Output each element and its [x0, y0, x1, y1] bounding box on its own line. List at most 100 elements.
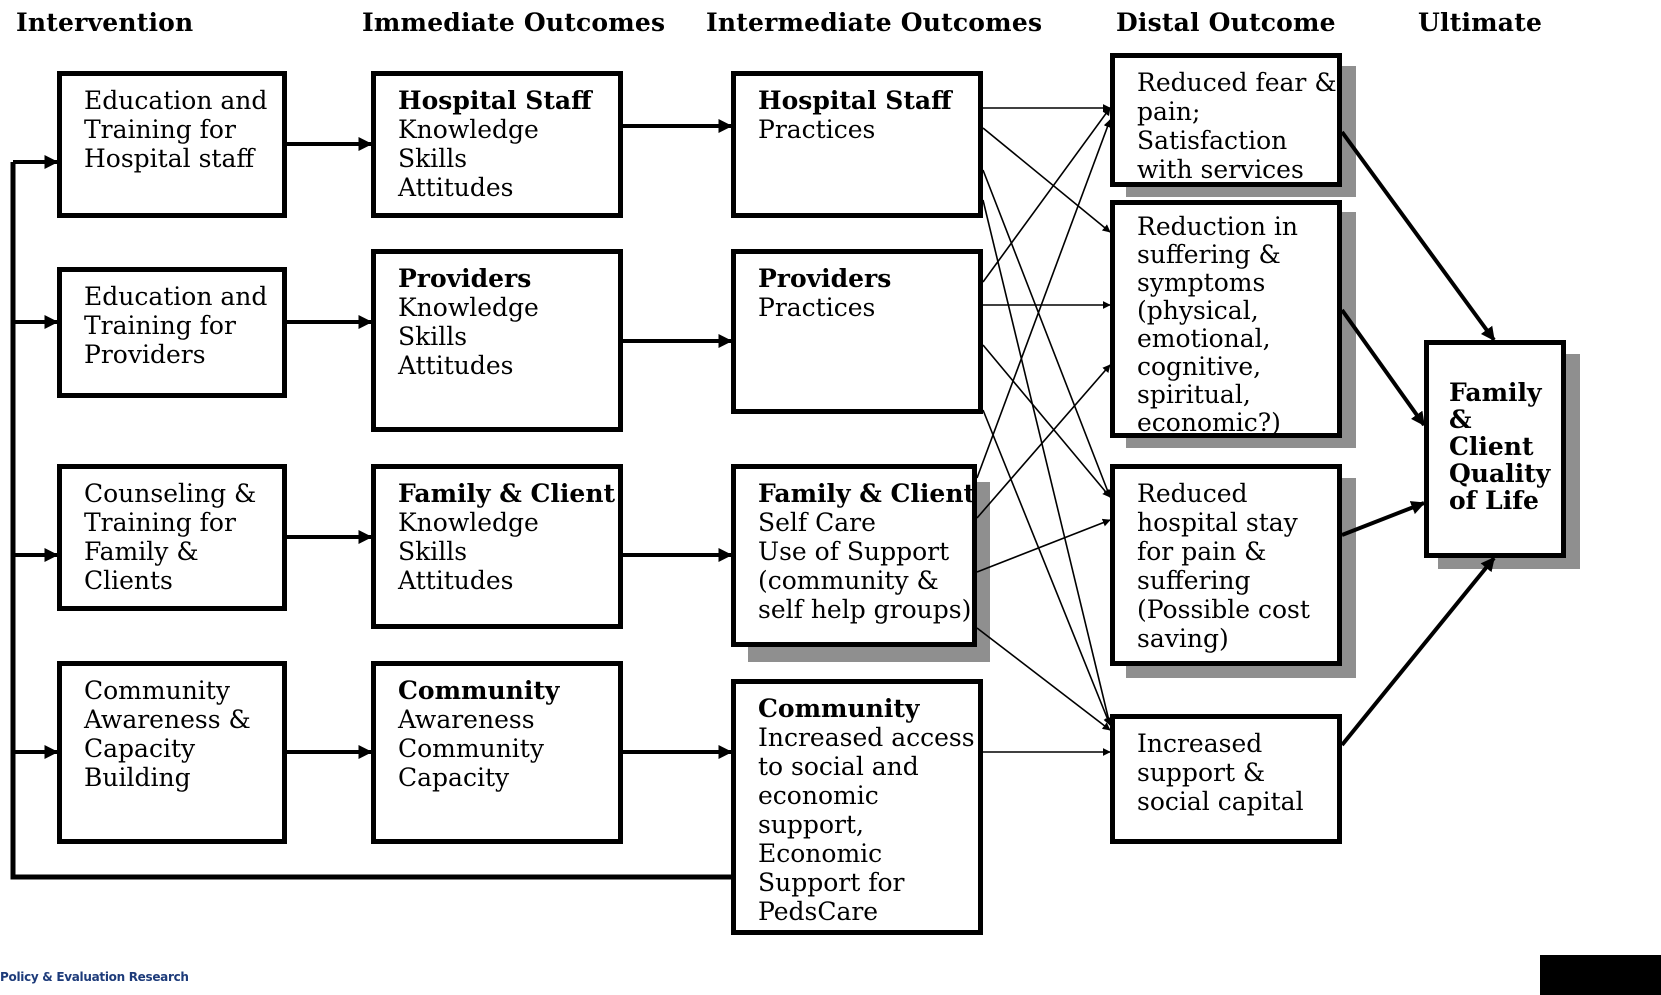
box-line: suffering: [1137, 566, 1251, 595]
box-title: Hospital Staff: [758, 86, 952, 115]
box-title: Family & Client: [758, 479, 976, 508]
box-title: Hospital Staff: [398, 86, 592, 115]
box-line: Attitudes: [398, 173, 514, 202]
immediate-family-client-box: Family & Client Knowledge Skills Attitud…: [371, 464, 623, 629]
immediate-providers-box: Providers Knowledge Skills Attitudes: [371, 249, 623, 432]
immediate-community-box: Community Awareness Community Capacity: [371, 661, 623, 844]
intervention-community-box: Community Awareness & Capacity Building: [57, 661, 287, 844]
box-line: Education and: [84, 282, 268, 311]
box-line: (community &: [758, 566, 939, 595]
box-line: with services: [1137, 155, 1304, 184]
box-line: Use of Support: [758, 537, 950, 566]
box-line: Increased: [1137, 729, 1263, 758]
box-line: Awareness &: [84, 705, 251, 734]
box-line: Counseling &: [84, 479, 257, 508]
box-line: Quality: [1449, 459, 1551, 488]
box-line: Reduction in: [1137, 212, 1298, 241]
box-line: Skills: [398, 322, 468, 351]
box-line: Capacity: [84, 734, 196, 763]
box-line: Practices: [758, 293, 876, 322]
box-line: suffering &: [1137, 240, 1281, 269]
link-arrow: [982, 199, 1113, 726]
box-line: to social and: [758, 752, 919, 781]
ultimate-family-client-quality-box: Family & Client Quality of Life: [1424, 340, 1566, 558]
box-line: Satisfaction: [1137, 126, 1288, 155]
distal-reduced-fear-box: Reduced fear & pain; Satisfaction with s…: [1110, 53, 1342, 187]
intervention-providers-box: Education and Training for Providers: [57, 267, 287, 398]
box-title: Family & Client: [398, 479, 616, 508]
link-arrow: [982, 127, 1111, 233]
box-line: Community: [398, 734, 544, 763]
feedback-loop-line: [10, 162, 731, 880]
box-line: Hospital staff: [84, 144, 255, 173]
box-line: Awareness: [398, 705, 535, 734]
flow-arrow: [1341, 501, 1426, 537]
box-line: Clients: [84, 566, 173, 595]
box-line: cognitive,: [1137, 352, 1262, 381]
box-line: &: [1449, 405, 1472, 434]
box-line: (physical,: [1137, 296, 1259, 325]
box-line: Client: [1449, 432, 1534, 461]
box-line: economic: [758, 781, 879, 810]
header-immediate-outcomes: Immediate Outcomes: [362, 8, 666, 37]
footer-org-text: Policy & Evaluation Research: [0, 970, 189, 984]
box-title: Community: [398, 676, 560, 705]
box-line: Increased access: [758, 723, 975, 752]
box-line: symptoms: [1137, 268, 1266, 297]
box-line: Knowledge: [398, 508, 539, 537]
box-line: Reduced: [1137, 479, 1248, 508]
box-line: pain;: [1137, 97, 1201, 126]
box-line: Training for: [84, 115, 236, 144]
box-line: social capital: [1137, 787, 1304, 816]
intermediate-providers-box: Providers Practices: [731, 249, 983, 414]
link-arrow: [982, 344, 1111, 498]
intermediate-community-box: Community Increased access to social and…: [731, 679, 983, 935]
box-line: (Possible cost: [1137, 595, 1310, 624]
box-line: Education and: [84, 86, 268, 115]
box-line: self help groups): [758, 595, 972, 624]
box-title: Community: [758, 694, 920, 723]
header-distal-outcome: Distal Outcome: [1116, 8, 1336, 37]
header-ultimate: Ultimate: [1418, 8, 1543, 37]
box-title: Providers: [758, 264, 892, 293]
distal-reduced-hospital-stay-box: Reduced hospital stay for pain & sufferi…: [1110, 464, 1342, 666]
box-line: Skills: [398, 144, 468, 173]
box-line: spiritual,: [1137, 380, 1251, 409]
box-line: emotional,: [1137, 324, 1271, 353]
box-line: Family: [1449, 378, 1542, 407]
box-line: hospital stay: [1137, 508, 1298, 537]
flow-arrow: [1340, 556, 1496, 747]
box-line: for pain &: [1137, 537, 1267, 566]
box-line: saving): [1137, 624, 1229, 653]
box-line: Building: [84, 763, 191, 792]
box-line: economic?): [1137, 408, 1281, 437]
box-line: PedsCare: [758, 897, 879, 926]
box-line: Economic: [758, 839, 883, 868]
link-arrow: [982, 409, 1112, 726]
flow-arrow: [1340, 308, 1426, 427]
intervention-hospital-staff-box: Education and Training for Hospital staf…: [57, 71, 287, 218]
flow-arrow: [1340, 130, 1496, 342]
box-line: Support for: [758, 868, 905, 897]
box-line: support,: [758, 810, 864, 839]
box-line: Knowledge: [398, 115, 539, 144]
box-line: Knowledge: [398, 293, 539, 322]
link-arrow: [976, 627, 1111, 731]
intermediate-family-client-box: Family & Client Self Care Use of Support…: [731, 464, 977, 647]
box-line: Attitudes: [398, 566, 514, 595]
distal-reduction-suffering-box: Reduction in suffering & symptoms (physi…: [1110, 200, 1342, 438]
logo-mark: [1540, 955, 1661, 995]
intervention-family-client-box: Counseling & Training for Family & Clien…: [57, 464, 287, 611]
immediate-hospital-staff-box: Hospital Staff Knowledge Skills Attitude…: [371, 71, 623, 218]
link-arrow: [982, 107, 1111, 283]
box-line: of Life: [1449, 486, 1539, 515]
box-line: Community: [84, 676, 230, 705]
box-line: Training for: [84, 508, 236, 537]
distal-increased-support-box: Increased support & social capital: [1110, 714, 1342, 844]
box-line: Self Care: [758, 508, 876, 537]
box-title: Providers: [398, 264, 532, 293]
header-intermediate-outcomes: Intermediate Outcomes: [706, 8, 1043, 37]
box-line: Attitudes: [398, 351, 514, 380]
link-arrow: [976, 364, 1111, 519]
